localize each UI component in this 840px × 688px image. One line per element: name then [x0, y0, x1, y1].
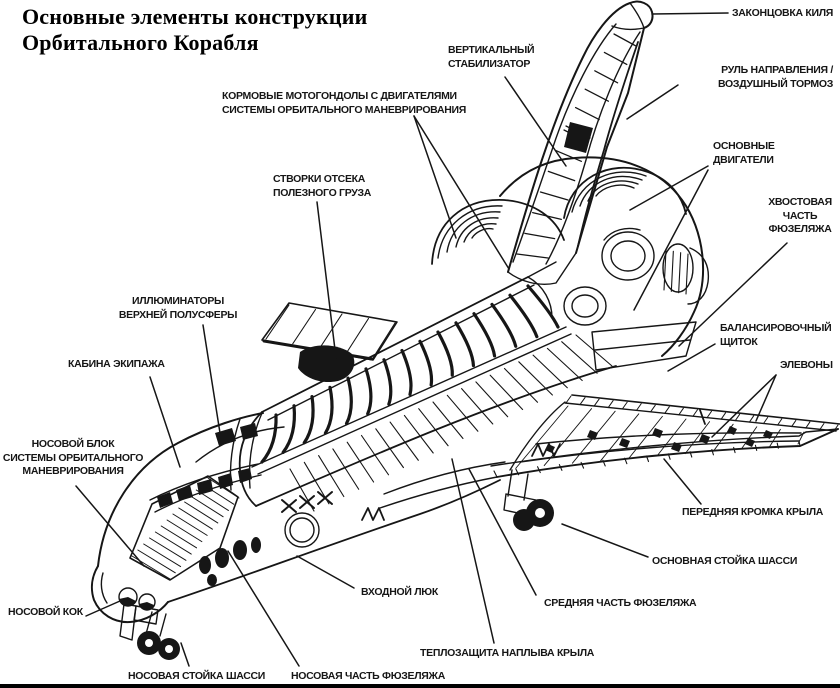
leader-wing-glove-tps — [452, 459, 494, 643]
label-rudder-airbrake: РУЛЬ НАПРАВЛЕНИЯ / ВОЗДУШНЫЙ ТОРМОЗ — [718, 64, 833, 90]
leader-fin-tip — [652, 13, 728, 14]
label-oms-pods: КОРМОВЫЕ МОТОГОНДОЛЫ С ДВИГАТЕЛЯМИ СИСТЕ… — [222, 90, 467, 116]
windshield-windows — [157, 468, 252, 508]
leader-wing-le — [664, 459, 701, 504]
label-mid-fuselage: СРЕДНЯЯ ЧАСТЬ ФЮЗЕЛЯЖА — [544, 597, 697, 609]
leader-oms-right — [414, 116, 509, 269]
nose-gear-shape — [120, 604, 180, 660]
payload-bay-frames — [262, 286, 558, 462]
elevon-hinge-ticks — [566, 396, 838, 431]
label-vertical-stab: ВЕРТИКАЛЬНЫЙ СТАБИЛИЗАТОР — [448, 44, 535, 70]
lower-sidewall-stringers — [290, 335, 612, 511]
label-main-gear: ОСНОВНАЯ СТОЙКА ШАССИ — [652, 555, 798, 567]
leader-rudder — [627, 85, 678, 119]
leader-upper-windows — [203, 325, 220, 433]
leader-engine-1 — [630, 166, 708, 210]
entry-hatch-shape — [285, 513, 319, 547]
main-engine-bells — [564, 228, 654, 325]
leader-nose-cap — [86, 601, 120, 616]
leader-nose-fuselage — [228, 551, 299, 666]
leader-crew-cabin — [150, 377, 180, 467]
leader-main-gear — [562, 524, 648, 557]
leader-body-flap — [668, 344, 715, 371]
leader-aft-fuselage — [679, 243, 787, 346]
label-fin-tip: ЗАКОНЦОВКА КИЛЯ — [732, 7, 834, 19]
wing-root-zigzag — [532, 444, 560, 456]
vertical-stabilizer — [508, 2, 653, 285]
aft-rcs-pod — [663, 244, 708, 304]
leader-entry-hatch — [297, 556, 354, 588]
label-nose-cap: НОСОВОЙ КОК — [8, 606, 83, 618]
label-wing-glove-tps: ТЕПЛОЗАЩИТА НАПЛЫВА КРЫЛА — [420, 647, 595, 659]
leader-engine-2 — [634, 170, 708, 310]
leader-nose-rcs — [76, 486, 144, 566]
wing-dark-tiles — [545, 426, 773, 453]
airlock-dark-shape — [298, 345, 355, 383]
label-entry-hatch: ВХОДНОЙ ЛЮК — [361, 586, 438, 598]
leader-nose-gear — [181, 643, 189, 666]
nose-cap-shape — [92, 566, 168, 622]
page-title: Основные элементы конструкции Орбитально… — [22, 4, 368, 55]
label-nose-gear: НОСОВАЯ СТОЙКА ШАССИ — [128, 670, 266, 682]
label-body-flap: БАЛАНСИРОВОЧНЫЙ ЩИТОК — [720, 322, 832, 348]
leader-lines — [76, 13, 787, 666]
leader-payload-doors — [317, 202, 336, 358]
leader-oms-left — [414, 116, 456, 238]
label-main-engines: ОСНОВНЫЕ ДВИГАТЕЛИ — [713, 140, 775, 166]
label-nose-rcs-block: НОСОВОЙ БЛОК СИСТЕМЫ ОРБИТАЛЬНОГО МАНЕВР… — [2, 438, 144, 477]
fin-black-panel — [564, 122, 593, 153]
leader-elevon-2 — [712, 375, 776, 437]
leader-mid-fuselage — [469, 469, 536, 595]
leader-vertical-stab — [505, 77, 566, 166]
nose-section — [92, 413, 500, 622]
midbody-truss — [282, 492, 332, 512]
label-payload-doors: СТВОРКИ ОТСЕКА ПОЛЕЗНОГО ГРУЗА — [273, 173, 372, 199]
chine-zigzag — [362, 508, 384, 520]
aft-fuselage-engines — [432, 157, 708, 370]
label-upper-windows: ИЛЛЮМИНАТОРЫ ВЕРХНЕЙ ПОЛУСФЕРЫ — [118, 295, 238, 321]
label-elevons: ЭЛЕВОНЫ — [780, 359, 833, 371]
forward-rcs-module — [130, 476, 239, 580]
crew-cabin-shape — [150, 413, 284, 512]
leader-elevon-1 — [756, 375, 776, 421]
page-bottom-edge — [0, 684, 840, 688]
leading-edge-rcc-panels — [494, 441, 800, 477]
payload-bay — [240, 277, 616, 511]
rcs-thruster-cluster — [199, 537, 261, 586]
label-wing-leading-edge: ПЕРЕДНЯЯ КРОМКА КРЫЛА — [682, 506, 824, 518]
body-flap-shape — [592, 322, 696, 370]
landing-gear — [120, 470, 554, 660]
label-nose-fuselage: НОСОВАЯ ЧАСТЬ ФЮЗЕЛЯЖА — [291, 670, 446, 682]
label-aft-fuselage: ХВОСТОВАЯ ЧАСТЬ ФЮЗЕЛЯЖА — [768, 196, 832, 235]
upper-hemisphere-windows — [215, 423, 258, 446]
label-crew-cabin: КАБИНА ЭКИПАЖА — [68, 358, 165, 370]
main-gear-shape — [504, 470, 554, 531]
wing — [362, 395, 840, 520]
